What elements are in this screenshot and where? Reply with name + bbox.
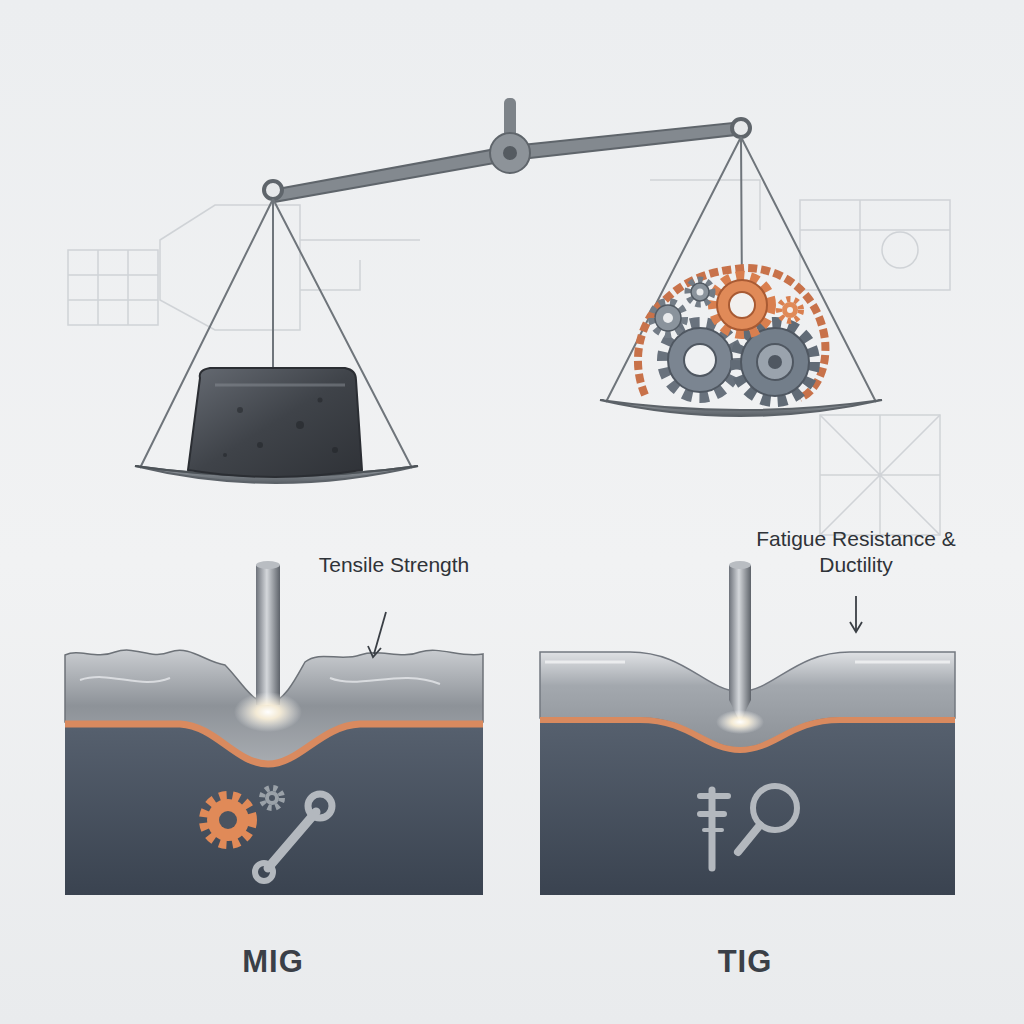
mig-weld-section xyxy=(65,561,483,895)
callout-label: Tensile Strength xyxy=(309,552,479,578)
blueprint-lines xyxy=(68,180,950,535)
leader-arrows xyxy=(368,596,862,657)
callout-label: Fatigue Resistance & Ductility xyxy=(736,526,976,578)
gears-chain xyxy=(638,268,825,400)
tig-weld-section xyxy=(540,561,955,895)
process-title: TIG xyxy=(665,944,825,980)
balance-scale xyxy=(135,98,882,483)
process-title: MIG xyxy=(193,944,353,980)
